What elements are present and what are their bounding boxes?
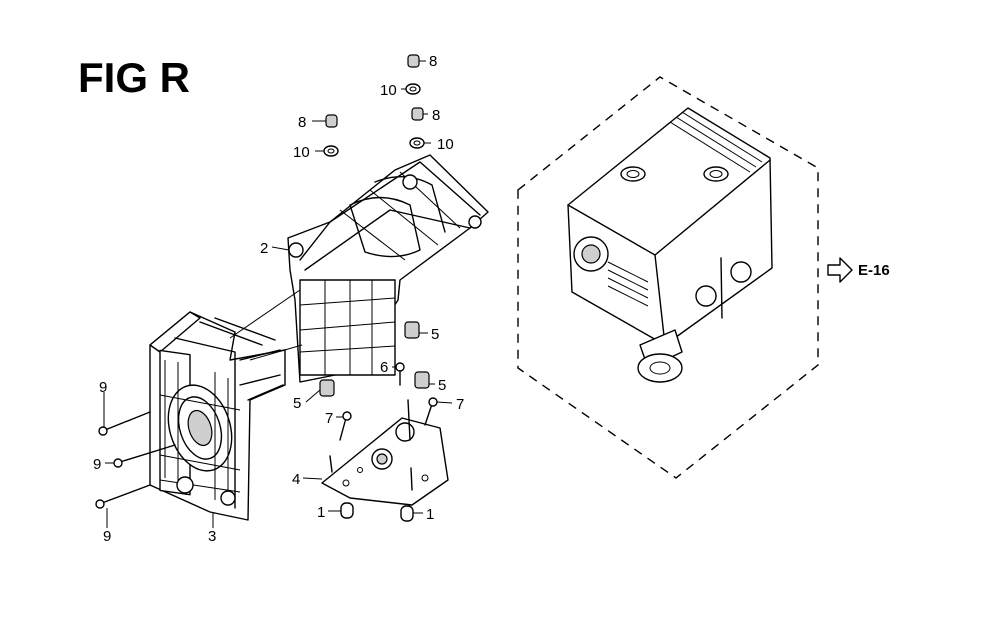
callout-5: 5 — [293, 395, 301, 412]
callout-8: 8 — [432, 107, 440, 124]
reference-assembly — [517, 76, 853, 479]
callout-9: 9 — [103, 528, 111, 545]
callout-leaders — [103, 60, 453, 528]
callout-10: 10 — [380, 82, 397, 99]
part-8-nuts — [325, 54, 424, 128]
part-6-bolt — [395, 362, 411, 441]
callout-4: 4 — [292, 471, 300, 488]
callout-3: 3 — [208, 528, 216, 545]
callout-8: 8 — [429, 53, 437, 70]
callout-7: 7 — [456, 396, 464, 413]
callout-6: 6 — [380, 359, 388, 376]
callout-10: 10 — [437, 136, 454, 153]
callout-1: 1 — [317, 504, 325, 521]
part-1-dampers — [340, 502, 414, 522]
part-3-pump-housing — [149, 311, 286, 521]
callout-9: 9 — [93, 456, 101, 473]
callout-labels: 8 10 8 10 8 10 2 5 6 5 5 7 7 9 9 9 4 1 1… — [93, 53, 464, 545]
callout-5: 5 — [431, 326, 439, 343]
part-10-washers — [323, 83, 425, 157]
callout-10: 10 — [293, 144, 310, 161]
callout-7: 7 — [325, 410, 333, 427]
part-2-manifold — [229, 154, 489, 383]
callout-2: 2 — [260, 240, 268, 257]
callout-8: 8 — [298, 114, 306, 131]
figure-title: FIG R — [78, 54, 190, 101]
reference-arrow-icon — [827, 257, 853, 283]
callout-1: 1 — [426, 506, 434, 523]
callout-5: 5 — [438, 377, 446, 394]
part-4-mounting-plate — [321, 417, 449, 506]
part-9-screws — [95, 411, 176, 509]
reference-label: E-16 — [858, 262, 890, 279]
part-5-nuts — [319, 321, 430, 397]
callout-9: 9 — [99, 379, 107, 396]
